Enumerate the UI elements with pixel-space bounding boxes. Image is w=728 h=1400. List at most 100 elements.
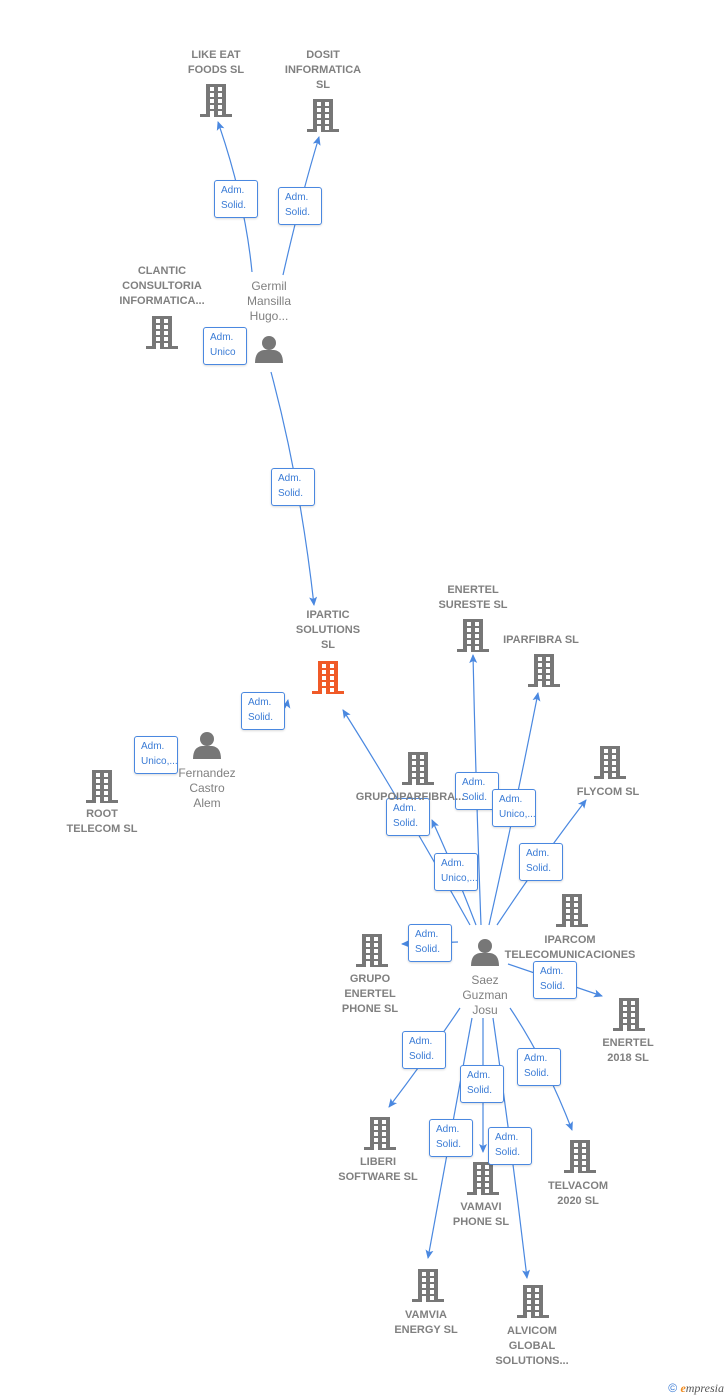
relation-label-line: Adm. xyxy=(467,1070,491,1081)
relation-label-line: Solid. xyxy=(248,712,274,723)
relation-label-line: Adm. xyxy=(499,794,523,805)
relation-label-line: Solid. xyxy=(415,944,441,955)
brand-name: mpresia xyxy=(685,1381,724,1395)
relation-label-line: Solid. xyxy=(526,863,552,874)
relation-label[interactable]: Adm.Solid. xyxy=(241,692,285,730)
node-label-iparfibra[interactable]: IPARFIBRA SL xyxy=(503,633,579,648)
node-label-line: FOODS SL xyxy=(187,64,245,76)
relation-label[interactable]: Adm.Unico,... xyxy=(134,736,178,774)
relation-label[interactable]: Adm.Solid. xyxy=(533,961,577,999)
person-icon[interactable] xyxy=(255,336,283,363)
node-label-line: Mansilla xyxy=(246,294,292,308)
node-label-line: ALVICOM xyxy=(507,1325,557,1337)
person-icon[interactable] xyxy=(471,939,499,966)
relation-label[interactable]: Adm.Solid. xyxy=(460,1065,504,1103)
node-label-line: SL xyxy=(320,639,336,651)
relation-label-line: Unico xyxy=(210,347,236,358)
brand-initial: e xyxy=(680,1381,686,1395)
relation-label[interactable]: Adm.Solid. xyxy=(278,187,322,225)
node-label-line: ENERTEL xyxy=(447,584,499,596)
relation-label[interactable]: Adm.Solid. xyxy=(386,798,430,836)
relation-label-line: Adm. xyxy=(441,858,465,869)
node-label-line: PHONE SL xyxy=(341,1003,399,1015)
building-icon[interactable] xyxy=(564,1140,596,1176)
relation-label-line: Adm. xyxy=(495,1132,519,1143)
node-label-line: TELVACOM xyxy=(547,1180,609,1192)
relation-label[interactable]: Adm.Solid. xyxy=(214,180,258,218)
relation-label[interactable]: Adm.Unico,... xyxy=(492,789,536,827)
building-icon[interactable] xyxy=(146,316,178,352)
node-label-liberi[interactable]: LIBERI SOFTWARE SL xyxy=(338,1155,417,1185)
relation-label[interactable]: Adm.Solid. xyxy=(408,924,452,962)
node-label-line: Alem xyxy=(193,796,221,810)
building-icon[interactable] xyxy=(402,752,434,788)
empresia-logo[interactable]: © empresia xyxy=(668,1381,724,1396)
building-icon[interactable] xyxy=(86,770,118,806)
relation-label-line: Adm. xyxy=(285,192,309,203)
relation-label[interactable]: Adm.Solid. xyxy=(429,1119,473,1157)
node-label-line: 2018 SL xyxy=(607,1052,649,1064)
building-icon[interactable] xyxy=(200,84,232,120)
relation-label[interactable]: Adm.Unico xyxy=(203,327,247,365)
relation-label-line: Solid. xyxy=(278,488,304,499)
building-icon[interactable] xyxy=(467,1162,499,1198)
node-label-enertel2018[interactable]: ENERTEL 2018 SL xyxy=(602,1036,653,1066)
node-label-grupoiparfibra[interactable]: GRUPOIPARFIBRA... xyxy=(356,790,465,805)
node-label-line: GRUPOIPARFIBRA... xyxy=(355,791,465,803)
relation-label-line: Solid. xyxy=(393,818,419,829)
node-label-line: VAMVIA xyxy=(405,1309,447,1321)
node-label-root[interactable]: ROOT TELECOM SL xyxy=(67,807,138,837)
relation-label[interactable]: Adm. Solid. xyxy=(519,843,563,881)
building-icon[interactable] xyxy=(412,1269,444,1305)
node-label-line: FLYCOM SL xyxy=(576,786,640,798)
relation-label[interactable]: Adm.Unico,... xyxy=(434,853,478,891)
building-icon[interactable] xyxy=(528,654,560,690)
building-icon[interactable] xyxy=(457,619,489,655)
relation-label-line: Adm. xyxy=(278,473,302,484)
node-label-line: ENERTEL xyxy=(602,1037,654,1049)
building-icon[interactable] xyxy=(312,661,344,697)
relation-label[interactable]: Adm.Solid. xyxy=(488,1127,532,1165)
building-icon[interactable] xyxy=(307,99,339,135)
node-label-line: LIKE EAT xyxy=(191,49,241,61)
node-label-flycom[interactable]: FLYCOM SL xyxy=(577,785,640,800)
node-label-line: SOFTWARE SL xyxy=(338,1171,418,1183)
building-icon[interactable] xyxy=(356,934,388,970)
relation-label[interactable]: Adm.Solid. xyxy=(402,1031,446,1069)
building-icon[interactable] xyxy=(613,998,645,1034)
node-label-line: SL xyxy=(315,79,331,91)
node-label-line: ROOT xyxy=(86,808,118,820)
relation-label-line: Adm. xyxy=(540,966,564,977)
node-label-line: GRUPO xyxy=(349,973,391,985)
node-label-like[interactable]: LIKE EAT FOODS SL xyxy=(188,48,244,78)
node-label-line: LIBERI xyxy=(359,1156,397,1168)
node-label-line: DOSIT xyxy=(306,49,340,61)
node-label-line: TELECOM SL xyxy=(66,823,138,835)
relation-label-line: Adm. xyxy=(526,848,550,859)
relation-label[interactable]: Adm. Solid. xyxy=(271,468,315,506)
node-label-line: CONSULTORIA xyxy=(122,280,202,292)
relation-label-line: Solid. xyxy=(462,792,488,803)
relation-label[interactable]: Adm.Solid. xyxy=(517,1048,561,1086)
node-label-line: Castro xyxy=(189,781,225,795)
building-icon[interactable] xyxy=(556,894,588,930)
node-label-line: ENERGY SL xyxy=(394,1324,458,1336)
building-icon[interactable] xyxy=(594,746,626,782)
node-label-vamvia[interactable]: VAMVIA ENERGY SL xyxy=(394,1308,457,1338)
building-icon[interactable] xyxy=(517,1285,549,1321)
building-icon[interactable] xyxy=(364,1117,396,1153)
person-icon[interactable] xyxy=(193,732,221,759)
